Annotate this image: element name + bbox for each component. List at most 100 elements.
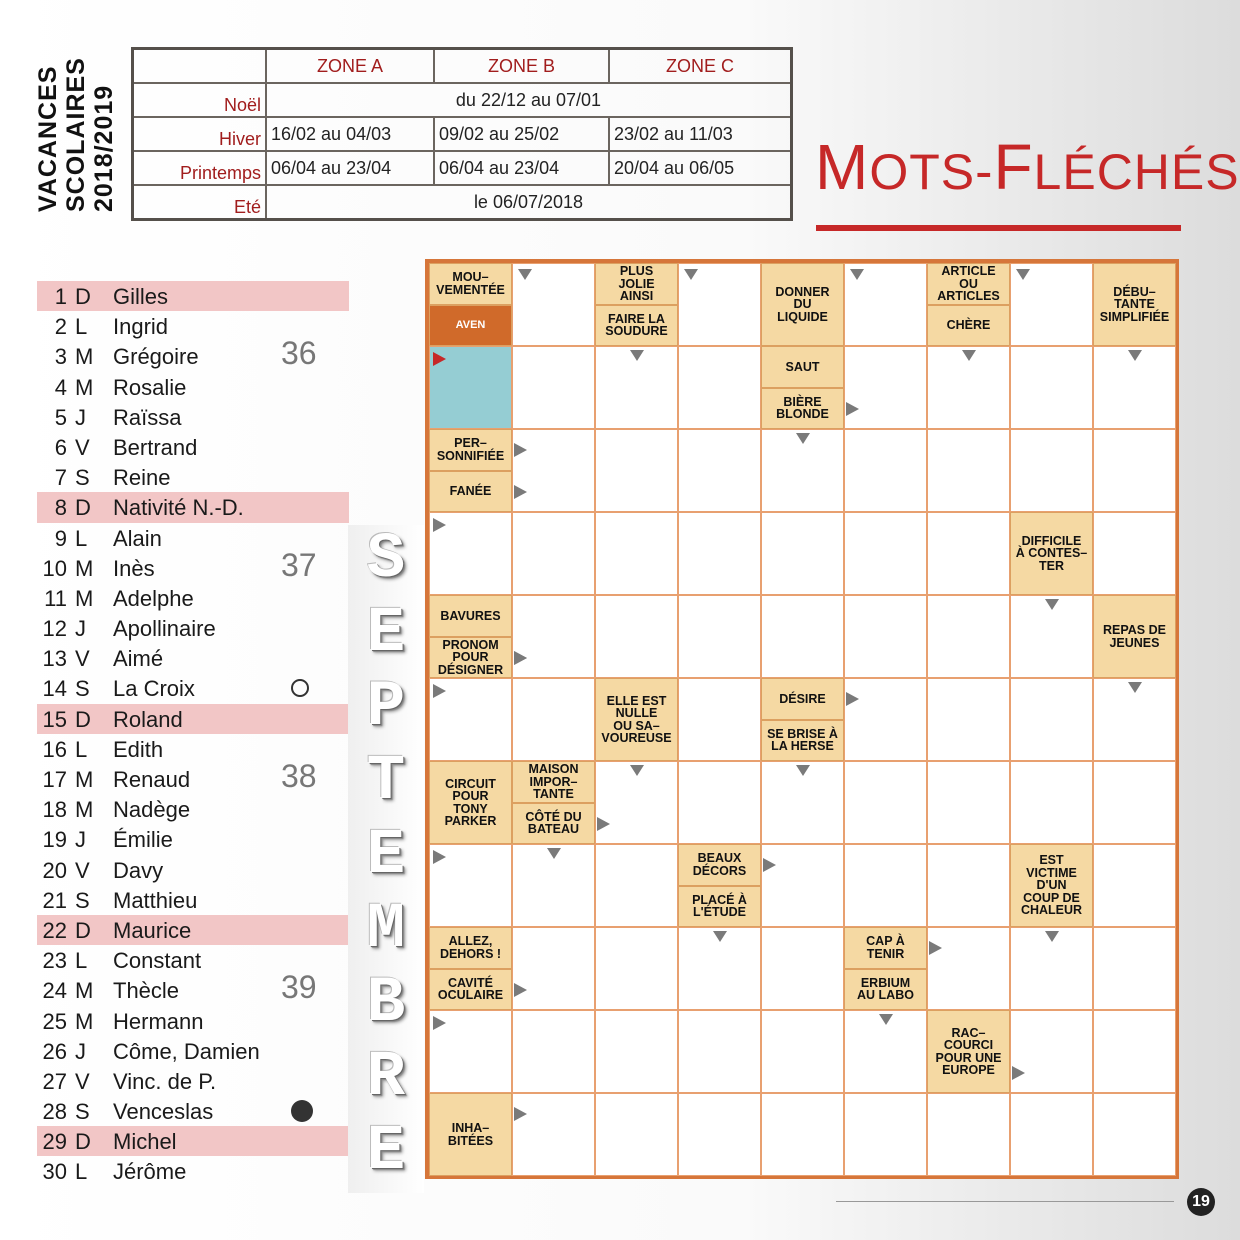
grid-cell[interactable] [844,346,927,429]
grid-cell[interactable] [927,761,1010,844]
grid-cell[interactable] [512,346,595,429]
arrow-down-icon [1127,350,1142,361]
grid-cell[interactable] [1093,927,1176,1010]
grid-cell[interactable] [678,1093,761,1176]
grid-cell[interactable] [1010,346,1093,429]
grid-cell[interactable] [678,429,761,512]
arrow-right-icon [597,817,610,831]
grid-cell[interactable] [512,844,595,927]
grid-cell[interactable] [844,595,927,678]
grid-cell[interactable] [927,678,1010,761]
day-letter: V [75,1068,90,1094]
grid-cell[interactable] [1010,927,1093,1010]
grid-cell[interactable] [595,927,678,1010]
grid-cell[interactable] [761,844,844,927]
grid-cell[interactable] [512,512,595,595]
grid-cell[interactable] [512,595,595,678]
week-number: 39 [281,969,317,1006]
day-letter: V [75,434,90,460]
grid-cell[interactable] [595,1010,678,1093]
saint-name: La Croix [113,676,195,702]
grid-cell[interactable] [844,761,927,844]
grid-cell[interactable] [844,1093,927,1176]
row-label-noel: Noël [131,82,267,118]
grid-cell[interactable] [844,512,927,595]
grid-cell[interactable] [761,927,844,1010]
grid-cell[interactable] [512,678,595,761]
grid-cell[interactable] [678,761,761,844]
grid-cell[interactable] [761,1093,844,1176]
month-letter: T [366,746,406,818]
row-label-printemps: Printemps [131,150,267,186]
grid-cell[interactable] [512,1093,595,1176]
zone-a-header: ZONE A [265,47,435,84]
grid-cell[interactable] [1093,346,1176,429]
saint-name: Edith [113,736,164,762]
saint-name: Émilie [113,827,173,853]
saint-name: Renaud [113,767,191,792]
grid-cell[interactable] [927,512,1010,595]
clue-text: DONNER DU LIQUIDE [775,284,830,324]
arrow-right-icon [514,983,527,997]
grid-cell[interactable] [844,844,927,927]
grid-cell[interactable] [678,346,761,429]
grid-cell[interactable] [512,1010,595,1093]
day-letter: D [75,284,91,309]
grid-cell[interactable] [1010,429,1093,512]
grid-cell[interactable] [595,595,678,678]
grid-cell[interactable] [595,844,678,927]
grid-cell[interactable] [1093,512,1176,595]
grid-cell[interactable] [761,1010,844,1093]
grid-cell[interactable] [927,844,1010,927]
grid-cell[interactable] [927,1093,1010,1176]
grid-cell[interactable] [678,678,761,761]
grid-cell[interactable] [595,1093,678,1176]
grid-cell[interactable] [927,429,1010,512]
grid-cell[interactable] [512,429,595,512]
grid-cell[interactable] [927,595,1010,678]
grid-cell[interactable] [678,595,761,678]
grid-cell[interactable] [1010,1010,1093,1093]
grid-cell[interactable] [844,678,927,761]
grid-cell[interactable] [844,429,927,512]
grid-cell[interactable] [1093,429,1176,512]
grid-cell[interactable] [678,1010,761,1093]
grid-cell[interactable] [927,927,1010,1010]
clue-text: DIFFICILE À CONTES– TER [1015,533,1088,573]
grid-cell[interactable] [1093,1010,1176,1093]
clue-box: SAUT [761,346,844,388]
grid-cell[interactable] [512,927,595,1010]
arrow-right-icon [514,651,527,665]
grid-cell[interactable] [595,512,678,595]
grid-cell[interactable] [761,512,844,595]
week-number: 38 [281,758,317,794]
grid-cell[interactable] [1010,678,1093,761]
grid-cell[interactable] [1010,761,1093,844]
grid-cell[interactable] [1093,1093,1176,1176]
day-number: 11 [44,585,67,611]
grid-cell[interactable] [595,429,678,512]
grid-cell[interactable] [1093,761,1176,844]
hiver-zone-b: 09/02 au 25/02 [433,116,610,152]
day-number: 15 [42,706,67,732]
vacances-label-line2: SCOLAIRES [62,57,90,212]
saint-name: Grégoire [113,344,199,370]
grid-cell[interactable] [1093,844,1176,927]
day-number: 20 [42,857,67,883]
clue-box: BEAUX DÉCORS [678,844,761,886]
grid-cell[interactable] [761,595,844,678]
arrow-right-icon [433,850,446,864]
arrow-down-icon [795,433,810,444]
grid-cell[interactable] [1010,1093,1093,1176]
saint-name: Ingrid [113,314,169,340]
clue-text: MAISON IMPOR– TANTE [528,762,579,801]
day-number: 16 [42,736,67,762]
clue-box: FANÉE [429,470,512,512]
grid-cell[interactable] [678,512,761,595]
day-letter: S [75,887,90,913]
